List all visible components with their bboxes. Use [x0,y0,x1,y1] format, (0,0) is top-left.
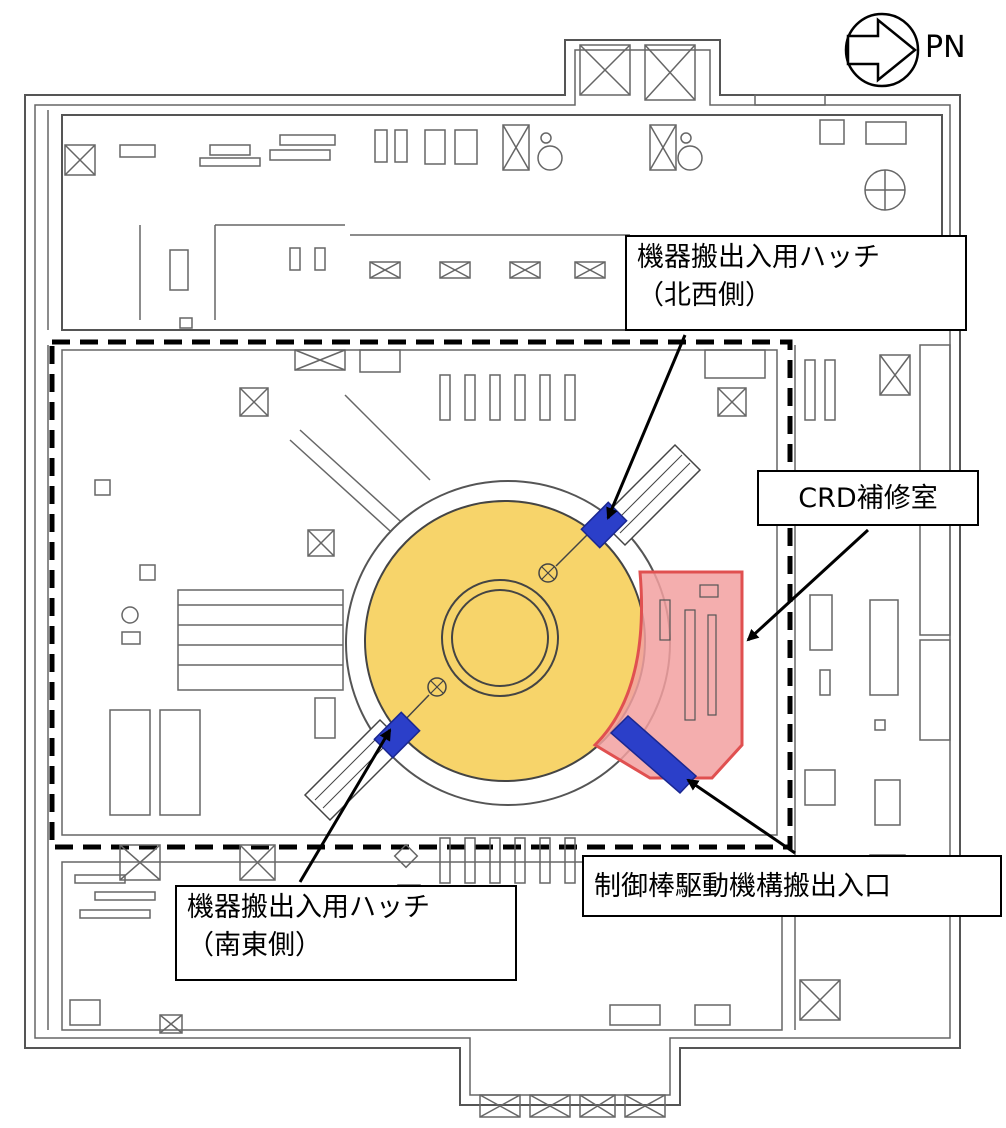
reactor-vessel-inner [451,589,549,687]
bottom-zone-rooms [61,861,841,1118]
central-zone-walls [61,349,778,894]
label-crd-entrance: 制御棒駆動機構搬出入口 [582,855,1002,917]
label-hatch-northwest: 機器搬出入用ハッチ （北西側） [625,235,967,331]
building-outline [24,39,961,1106]
compass-arrow-icon [844,12,920,88]
penetration-se [427,677,447,697]
label-hatch-southeast-line2: （南東側） [187,930,322,961]
top-zone-rooms [61,44,943,331]
right-zone-rooms [794,344,951,1030]
penetration-nw [538,563,558,583]
boundary-dashed [49,339,793,850]
reactor-vessel-outer [441,579,559,697]
crd-room-fixtures [659,584,719,721]
label-crd-repair-room: CRD補修室 [757,470,979,526]
label-hatch-northwest-line1: 機器搬出入用ハッチ [637,242,880,273]
north-indicator-label: PN [925,30,966,65]
valve-rows-top [439,374,576,421]
label-crd-entrance-text: 制御棒駆動機構搬出入口 [594,871,891,902]
label-hatch-northwest-line2: （北西側） [637,280,772,311]
label-crd-repair-room-text: CRD補修室 [798,483,938,514]
valve-rows-bottom [439,837,576,884]
label-hatch-southeast-line1: 機器搬出入用ハッチ [187,892,430,923]
arrow-crd-repair-room [746,528,870,642]
label-hatch-southeast: 機器搬出入用ハッチ （南東側） [175,885,517,981]
arrow-crd-entrance [686,778,796,855]
hatch-marker-southeast [373,711,421,759]
arrow-hatch-northwest [606,334,687,520]
arrow-hatch-southeast [298,728,392,883]
crd-entrance-marker [609,714,698,795]
reactor-area [345,480,671,806]
